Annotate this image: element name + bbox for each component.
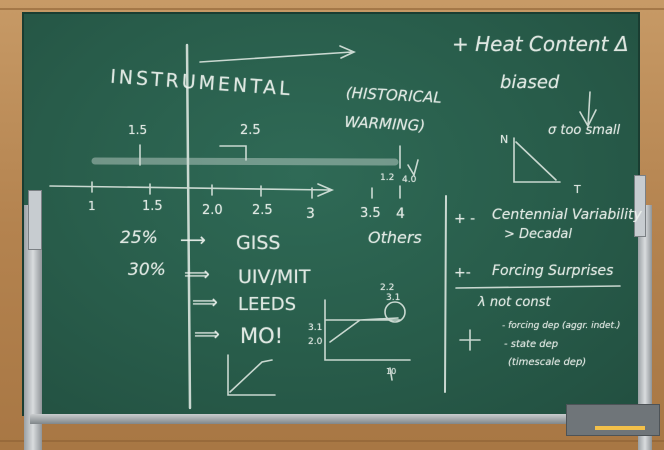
axis-t-label: T	[574, 183, 581, 196]
arrow-glyph: ⟹	[184, 264, 210, 285]
mini-graph-top: 2.2	[380, 283, 395, 293]
arrow-glyph: ⟹	[194, 324, 220, 345]
mini-graph-tick	[389, 367, 393, 381]
scale-tick-label: 3.5	[360, 206, 381, 221]
mini-graph-y: 3.1	[308, 323, 323, 333]
item-text: λ not const	[478, 295, 551, 310]
small-check	[407, 159, 419, 178]
item-sign: + -	[454, 211, 476, 227]
range-band	[91, 157, 399, 166]
item-sign: +-	[454, 265, 471, 281]
wall-panel-seam	[0, 8, 664, 10]
left-clamp	[28, 190, 42, 250]
scale-tick-label: 2.5	[252, 203, 273, 218]
chalk-tray	[566, 404, 660, 436]
mini-graph-y: 2.0	[308, 337, 323, 347]
item-text: Forcing Surprises	[492, 263, 614, 279]
mini-graph-circle	[384, 301, 406, 323]
scale-upper-label: 2.5	[240, 123, 261, 138]
scale-tick-label: 1	[88, 199, 96, 213]
item-text: - forcing dep (aggr. indet.)	[502, 321, 621, 331]
model-label: UIV/MIT	[238, 266, 311, 288]
model-label: GISS	[236, 232, 281, 254]
item-text: - state dep	[504, 339, 559, 350]
mini-graph-x: 10	[386, 367, 397, 376]
pct-label: 30%	[128, 260, 166, 280]
right-clamp	[634, 175, 646, 237]
item-text: Centennial Variability	[492, 207, 642, 223]
arrow-glyph: ⟹	[192, 292, 218, 313]
vertical-divider	[185, 43, 192, 410]
arrow-glyph: ⟶	[180, 230, 206, 251]
plus-sign	[459, 329, 481, 351]
scale-tick-label: 4	[396, 206, 405, 222]
right-support-post	[638, 205, 652, 450]
historical-warming-note: (HISTORICAL WARMING)	[343, 83, 443, 135]
wall-panel-seam	[0, 440, 664, 442]
model-label: LEEDS	[238, 294, 297, 315]
scale-upper-label: 1.5	[128, 123, 148, 137]
axis-n-label: N	[500, 133, 509, 146]
scale-tick-label: 2.0	[202, 203, 223, 218]
scale-tick-label: 3	[306, 206, 315, 222]
scale-tick-label: 1.5	[142, 199, 163, 214]
scale-axis	[49, 183, 335, 197]
pct-label: 25%	[120, 228, 158, 248]
biased-arrow	[579, 91, 597, 128]
scale-right-mark: 1.2	[380, 173, 395, 183]
underline	[455, 285, 621, 289]
triangle-plot	[513, 137, 561, 183]
model-label: MO!	[240, 324, 284, 348]
item-sub: > Decadal	[504, 227, 572, 242]
right-divider	[444, 195, 447, 393]
biased-label: biased	[500, 72, 560, 93]
mini-graph-top: 3.1	[386, 293, 401, 303]
item-text: (timescale dep)	[508, 357, 587, 368]
heat-content-heading: + Heat Content Δ	[452, 32, 629, 56]
top-arrow	[199, 45, 356, 63]
bottom-rail	[30, 414, 650, 424]
range-marks	[139, 144, 401, 169]
scale-right-mark: 4.0	[402, 175, 417, 185]
scale-ticks	[91, 181, 401, 199]
too-small-label: σ too small	[548, 123, 621, 138]
left-support-post	[24, 205, 42, 450]
yellow-chalk	[595, 426, 645, 430]
others-label: Others	[368, 228, 422, 247]
sketch-plot	[227, 354, 276, 396]
mini-graph	[324, 299, 411, 361]
